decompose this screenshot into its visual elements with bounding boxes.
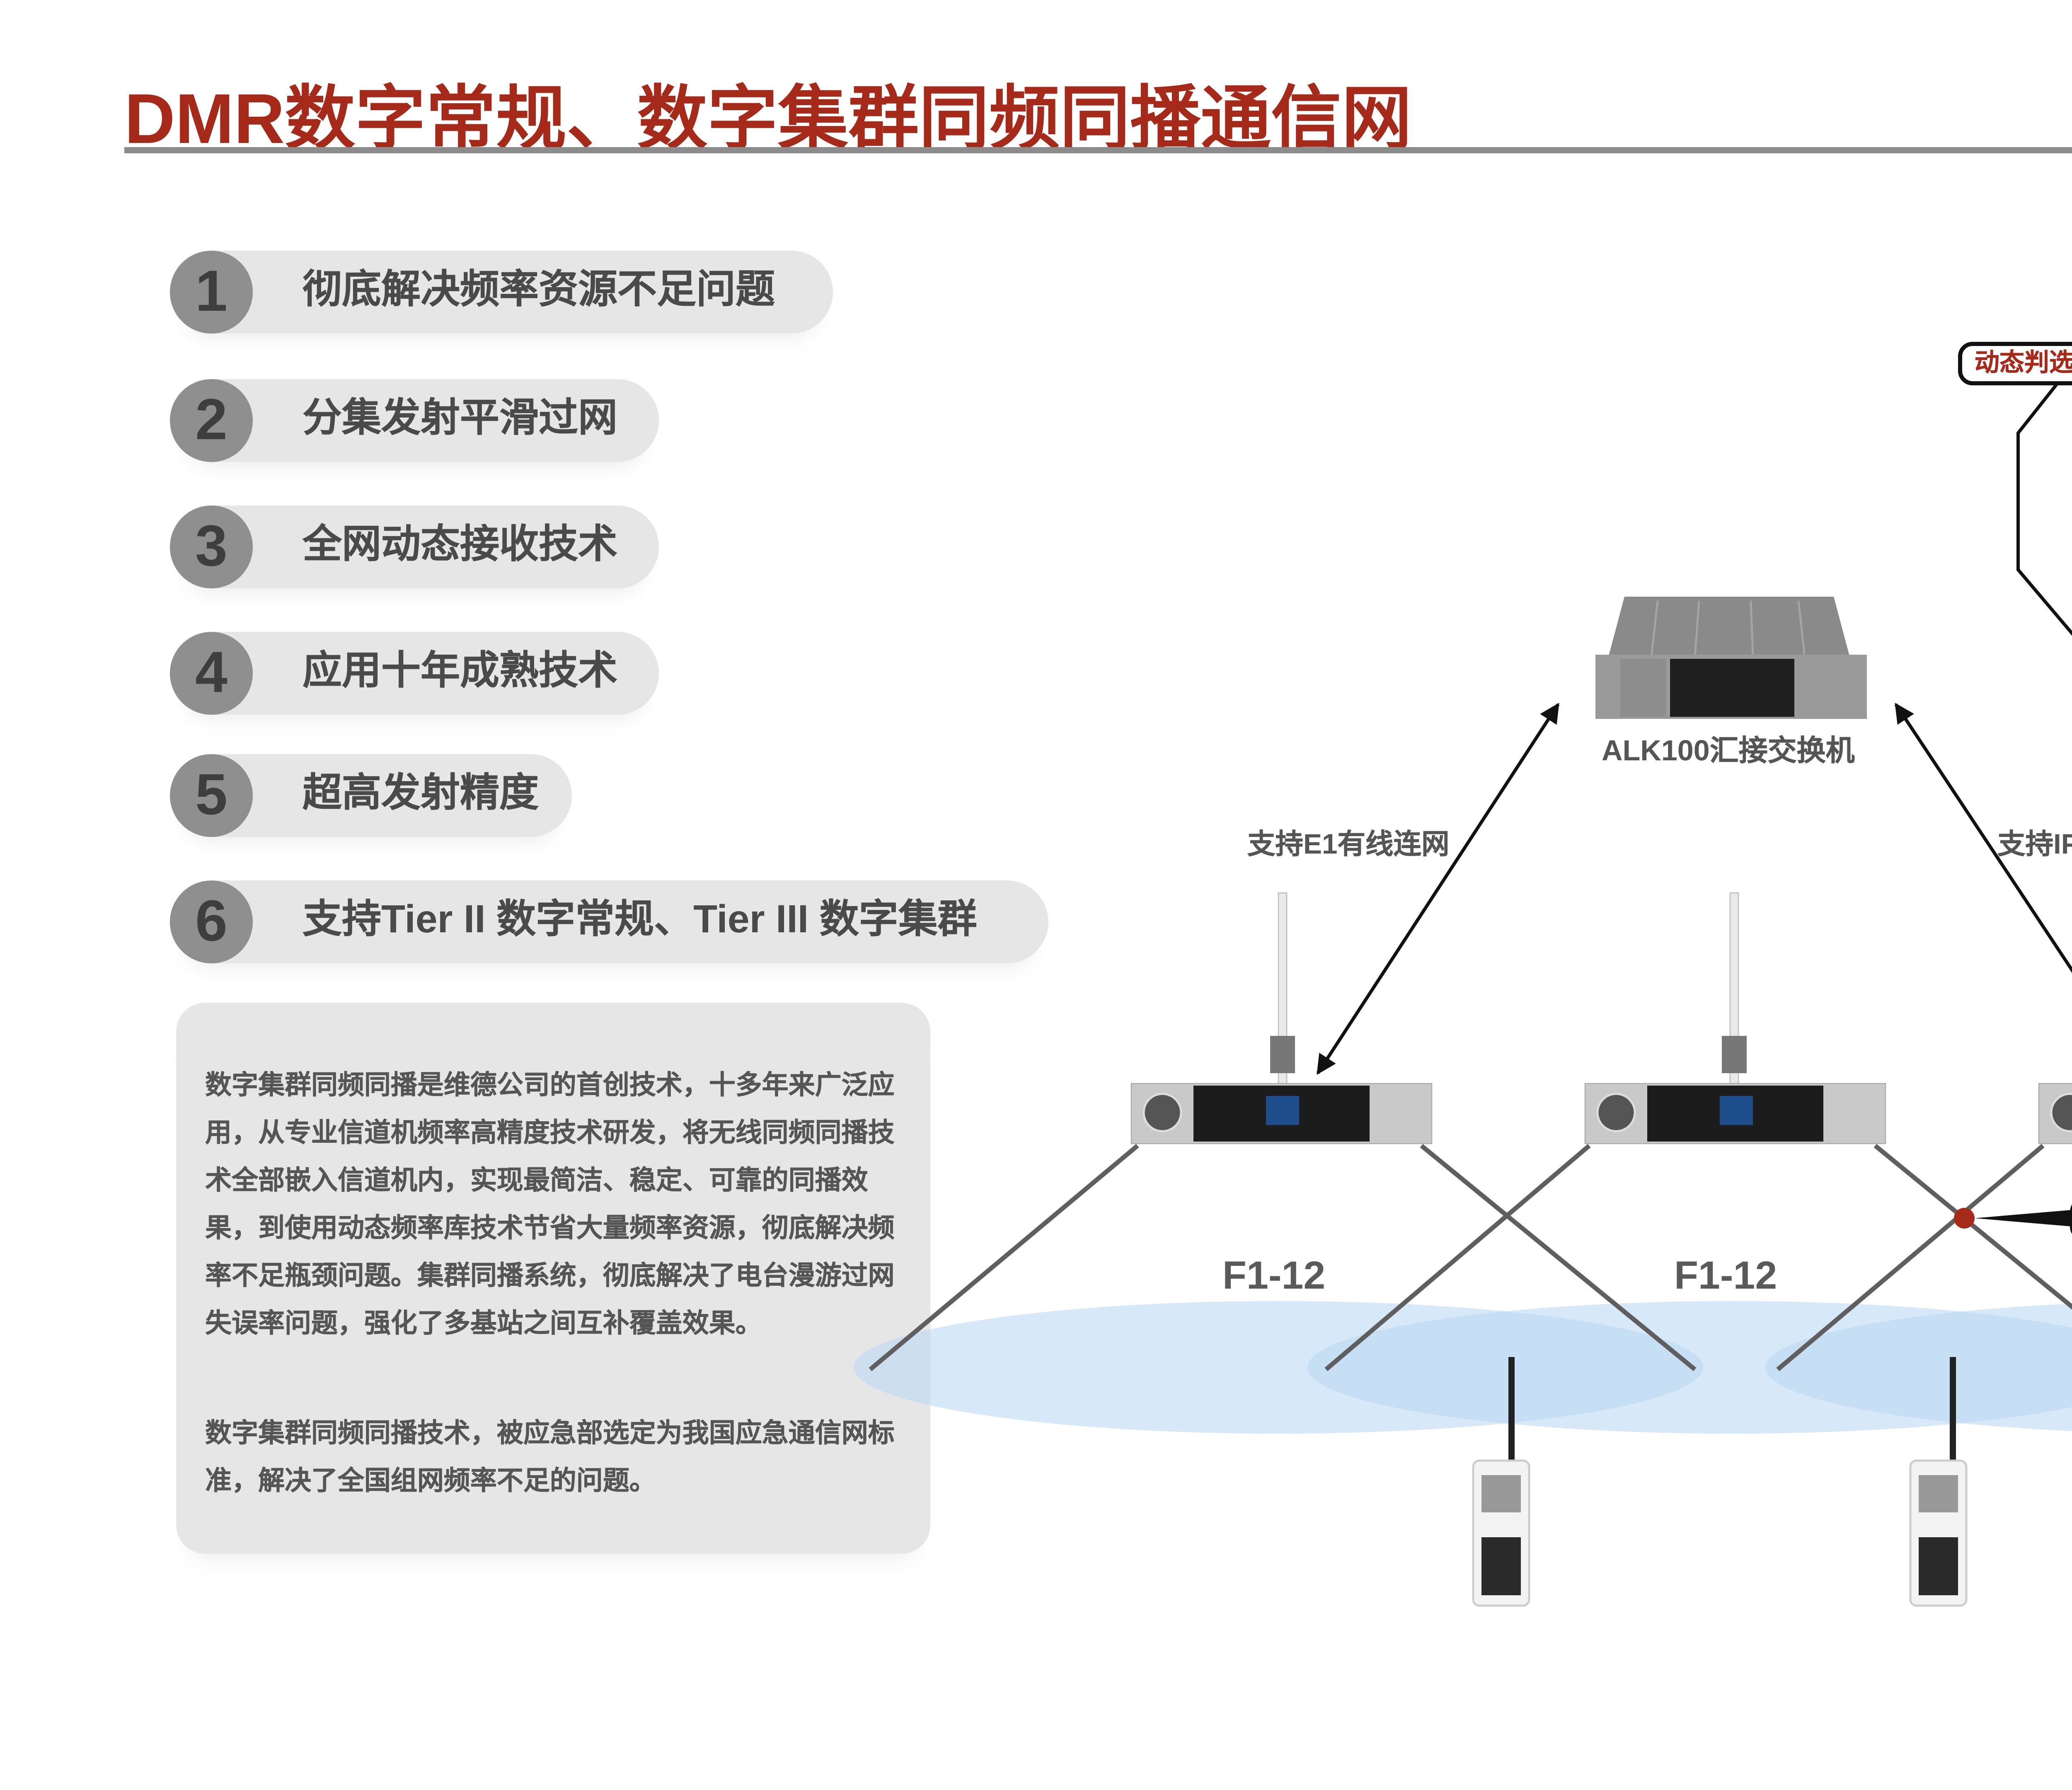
description-box: 数字集群同频同播是维德公司的首创技术，十多年来广泛应用，从专业信道机频率高精度技… [176, 1003, 930, 1554]
switch-label: ALK100汇接交换机 [1602, 733, 1855, 767]
feature-number: 6 [170, 880, 253, 963]
base-station-1 [1130, 892, 1433, 1144]
feature-label: 应用十年成熟技术 [303, 651, 618, 694]
feature-item-1: 1 彻底解决频率资源不足问题 [170, 251, 833, 334]
handheld-radio-2 [1909, 1357, 1968, 1607]
ip-link-arrow [1894, 702, 2072, 1075]
cell-label-1: F1-12 [1222, 1255, 1326, 1299]
callout-pointer [1975, 1210, 2072, 1226]
feature-label: 超高发射精度 [303, 773, 539, 816]
feature-label: 支持Tier II 数字常规、Tier III 数字集群 [303, 899, 977, 943]
coverage-area-3 [1765, 1304, 2072, 1431]
callout-dynamic-selection: 动态判选提高稳定性 [1958, 342, 2072, 385]
alk100-switch-image [1595, 597, 1867, 719]
feature-item-2: 2 分集发射平滑过网 [170, 379, 659, 462]
feature-item-6: 6 支持Tier II 数字常规、Tier III 数字集群 [170, 880, 1048, 963]
hex-cell-grid [2016, 362, 2072, 636]
feature-number: 2 [170, 379, 253, 462]
feature-label: 分集发射平滑过网 [303, 398, 618, 441]
base-station-3 [2038, 1083, 2072, 1144]
description-paragraph-1: 数字集群同频同播是维德公司的首创技术，十多年来广泛应用，从专业信道机频率高精度技… [205, 1069, 895, 1338]
feature-number: 4 [170, 632, 253, 715]
feature-item-4: 4 应用十年成熟技术 [170, 632, 659, 715]
feature-label: 彻底解决频率资源不足问题 [303, 269, 775, 313]
feature-number: 1 [170, 251, 253, 334]
base-station-2 [1584, 892, 1886, 1144]
handheld-radio-1 [1472, 1357, 1530, 1607]
e1-link-label: 支持E1有线连网 [1247, 829, 1450, 860]
description-paragraph-2: 数字集群同频同播技术，被应急部选定为我国应急通信网标准，解决了全国组网频率不足的… [205, 1417, 895, 1496]
feature-number: 3 [170, 506, 253, 588]
feature-label: 全网动态接收技术 [303, 524, 618, 568]
ip-link-label: 支持IP有线连网 [1997, 829, 2072, 860]
feature-item-3: 3 全网动态接收技术 [170, 506, 659, 588]
feature-item-5: 5 超高发射精度 [170, 754, 572, 837]
feature-number: 5 [170, 754, 253, 837]
title-divider [124, 147, 2072, 153]
cell-label-2: F1-12 [1674, 1255, 1777, 1299]
radiation-lines [869, 1144, 2072, 1372]
balanced-point-marker [1954, 1208, 1975, 1229]
page-title: DMR数字常规、数字集群同频同播通信网 [124, 81, 1412, 160]
e1-link-arrow [1316, 702, 1560, 1075]
